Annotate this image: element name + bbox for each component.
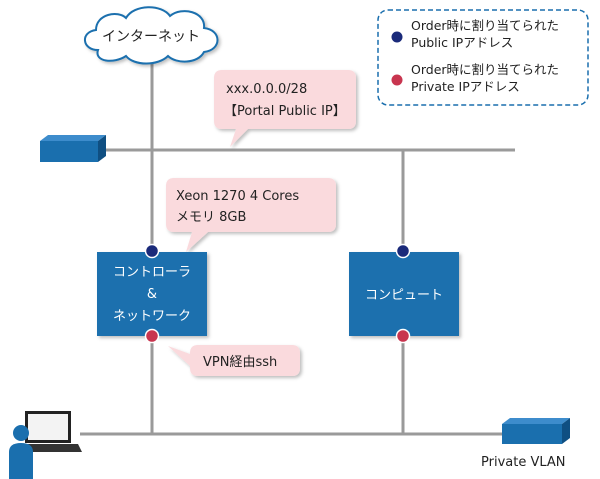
private-switch-front xyxy=(502,424,562,444)
portal-ip-callout-shape xyxy=(214,70,356,147)
monitor-screen xyxy=(28,414,68,440)
compute-label: コンピュート xyxy=(365,288,443,303)
public-switch-icon xyxy=(40,135,106,162)
controller-memory-spec: メモリ 8GB xyxy=(176,210,246,225)
controller-public-ip-dot xyxy=(144,243,160,259)
legend-private-line2: Private IPアドレス xyxy=(411,79,520,94)
person-body xyxy=(9,443,33,479)
private-switch-icon xyxy=(502,418,570,444)
legend-private-line1: Order時に割り当てられた xyxy=(411,62,559,77)
internet-cloud xyxy=(84,6,219,65)
legend-frame xyxy=(377,9,589,106)
person-head xyxy=(13,425,29,441)
controller-private-ip-dot xyxy=(144,328,160,344)
legend-public-line1: Order時に割り当てられた xyxy=(411,18,559,33)
cloud-shape xyxy=(84,6,219,65)
internet-label: インターネット xyxy=(102,29,200,45)
legend-public-line2: Public IPアドレス xyxy=(411,35,513,50)
public-switch-front xyxy=(40,141,98,162)
controller-label-line2: & xyxy=(147,287,157,302)
private-vlan-label: Private VLAN xyxy=(481,455,566,470)
private-switch-top xyxy=(502,418,570,424)
vpn-callout-shape xyxy=(168,345,300,376)
controller-cpu-spec: Xeon 1270 4 Cores xyxy=(176,189,299,204)
legend: Order時に割り当てられた Public IPアドレス Order時に割り当て… xyxy=(377,9,589,106)
vpn-callout xyxy=(168,345,300,376)
controller-label-line3: ネットワーク xyxy=(113,309,191,324)
public-switch-top xyxy=(40,135,106,141)
portal-ip-subnet: xxx.0.0.0/28 xyxy=(226,82,307,97)
compute-node: コンピュート xyxy=(349,252,459,336)
public-switch-side xyxy=(98,135,106,162)
public-ip-legend-dot xyxy=(391,31,403,43)
portal-ip-label: 【Portal Public IP】 xyxy=(224,104,346,119)
controller-spec-callout xyxy=(166,178,336,252)
compute-public-ip-dot xyxy=(395,243,411,259)
controller-box xyxy=(97,252,207,336)
portal-ip-callout xyxy=(214,70,356,147)
private-switch-side xyxy=(562,418,570,444)
network-lines xyxy=(80,60,515,436)
admin-user-icon xyxy=(9,411,82,479)
controller-spec-callout-shape xyxy=(166,178,336,252)
compute-private-ip-dot xyxy=(395,328,411,344)
keyboard xyxy=(18,444,82,452)
controller-label-line1: コントローラ xyxy=(113,265,191,280)
private-ip-legend-dot xyxy=(391,74,403,86)
compute-box xyxy=(349,252,459,336)
controller-node: コントローラ & ネットワーク xyxy=(97,252,207,336)
vpn-label: VPN経由ssh xyxy=(203,355,277,370)
